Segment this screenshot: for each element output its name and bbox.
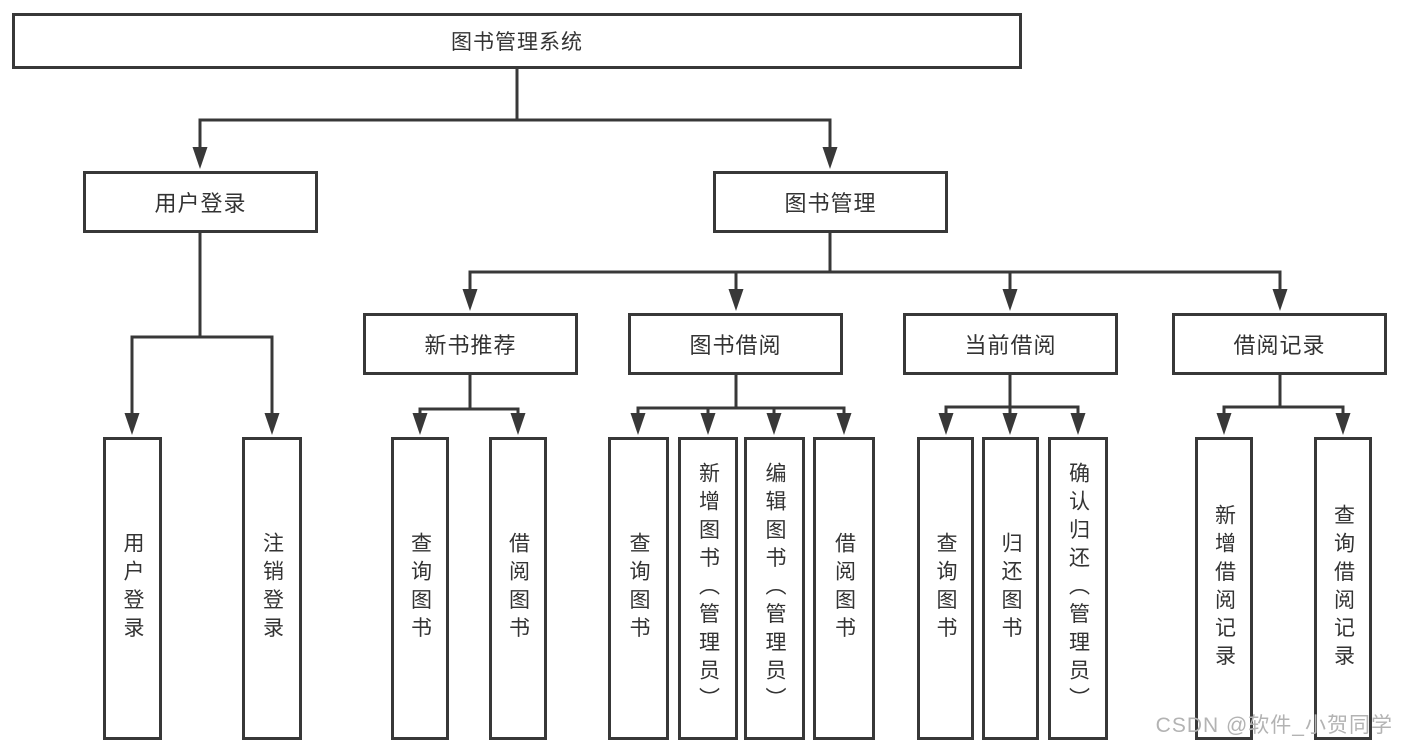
leaf-user-login-label: 用户登录: [121, 532, 144, 645]
arrowhead-icon: [264, 413, 280, 435]
arrowhead-icon: [1335, 413, 1351, 435]
node-user-login: 用户登录: [83, 171, 318, 233]
node-book-borrow: 图书借阅: [628, 313, 843, 375]
connector-book-borrow-to-leaves: [630, 375, 852, 435]
node-current-borrow-label: 当前借阅: [964, 333, 1057, 358]
node-book-borrow-label: 图书借阅: [689, 333, 782, 358]
leaf-confirm-return-admin: 确认归还（管理员）: [1048, 437, 1108, 740]
leaf-borrow-query-book-label: 查询图书: [627, 532, 650, 645]
leaf-edit-book-admin: 编辑图书（管理员）: [744, 437, 805, 740]
leaf-add-book-admin-label: 新增图书（管理员）: [696, 461, 720, 716]
arrowhead-icon: [1002, 289, 1018, 311]
arrowhead-icon: [510, 413, 526, 435]
leaf-current-query-book: 查询图书: [917, 437, 974, 740]
leaf-edit-book-admin-label: 编辑图书（管理员）: [763, 461, 786, 716]
node-new-book-recommend: 新书推荐: [363, 313, 578, 375]
leaf-query-borrow-record: 查询借阅记录: [1314, 437, 1372, 740]
node-borrow-records-label: 借阅记录: [1233, 333, 1326, 358]
node-root-label: 图书管理系统: [451, 31, 583, 54]
leaf-return-book-label: 归还图书: [999, 532, 1022, 645]
node-root: 图书管理系统: [12, 13, 1022, 69]
connector-line: [944, 375, 1080, 420]
leaf-user-login: 用户登录: [103, 437, 162, 740]
arrowhead-icon: [728, 289, 744, 311]
arrowhead-icon: [1002, 413, 1018, 435]
node-book-management: 图书管理: [713, 171, 948, 233]
leaf-add-book-admin: 新增图书（管理员）: [678, 437, 738, 740]
connector-borrow-records-to-leaves: [1216, 375, 1351, 435]
node-user-login-label: 用户登录: [154, 191, 247, 216]
arrowhead-icon: [1216, 413, 1232, 435]
leaf-add-borrow-record-label: 新增借阅记录: [1212, 504, 1236, 673]
leaf-confirm-return-admin-label: 确认归还（管理员）: [1066, 461, 1090, 716]
arrowhead-icon: [630, 413, 646, 435]
leaf-recommend-query-book-label: 查询图书: [408, 532, 432, 645]
leaf-recommend-borrow-book: 借阅图书: [489, 437, 547, 740]
arrowhead-icon: [822, 147, 838, 169]
arrowhead-icon: [1070, 413, 1086, 435]
leaf-add-borrow-record: 新增借阅记录: [1195, 437, 1253, 740]
node-new-book-recommend-label: 新书推荐: [424, 333, 517, 358]
csdn-watermark: CSDN @软件_小贺同学: [1155, 714, 1393, 737]
node-borrow-records: 借阅记录: [1172, 313, 1387, 375]
leaf-query-borrow-record-label: 查询借阅记录: [1331, 504, 1355, 673]
connector-line: [130, 233, 274, 420]
connector-root-to-level2: [192, 69, 838, 169]
leaf-return-book: 归还图书: [982, 437, 1039, 740]
connector-book-management-to-level3: [462, 233, 1288, 311]
arrowhead-icon: [766, 413, 782, 435]
arrowhead-icon: [938, 413, 954, 435]
leaf-borrow-book-label: 借阅图书: [832, 532, 856, 645]
leaf-logout: 注销登录: [242, 437, 302, 740]
connector-line: [468, 233, 1282, 295]
node-current-borrow: 当前借阅: [903, 313, 1118, 375]
connector-line: [418, 375, 520, 420]
arrowhead-icon: [462, 289, 478, 311]
leaf-recommend-query-book: 查询图书: [391, 437, 449, 740]
arrowhead-icon: [192, 147, 208, 169]
arrowhead-icon: [1272, 289, 1288, 311]
connector-user-login-to-leaves: [124, 233, 280, 435]
connector-line: [198, 69, 832, 152]
leaf-borrow-book: 借阅图书: [813, 437, 875, 740]
leaf-logout-label: 注销登录: [260, 532, 284, 645]
arrowhead-icon: [124, 413, 140, 435]
node-book-management-label: 图书管理: [784, 191, 877, 216]
connector-new-book-recommend-to-leaves: [412, 375, 526, 435]
arrowhead-icon: [412, 413, 428, 435]
connector-current-borrow-to-leaves: [938, 375, 1086, 435]
arrowhead-icon: [700, 413, 716, 435]
leaf-recommend-borrow-book-label: 借阅图书: [506, 532, 530, 645]
connector-line: [1222, 375, 1345, 420]
arrowhead-icon: [836, 413, 852, 435]
leaf-borrow-query-book: 查询图书: [608, 437, 669, 740]
leaf-current-query-book-label: 查询图书: [934, 532, 957, 645]
connector-line: [636, 375, 846, 420]
